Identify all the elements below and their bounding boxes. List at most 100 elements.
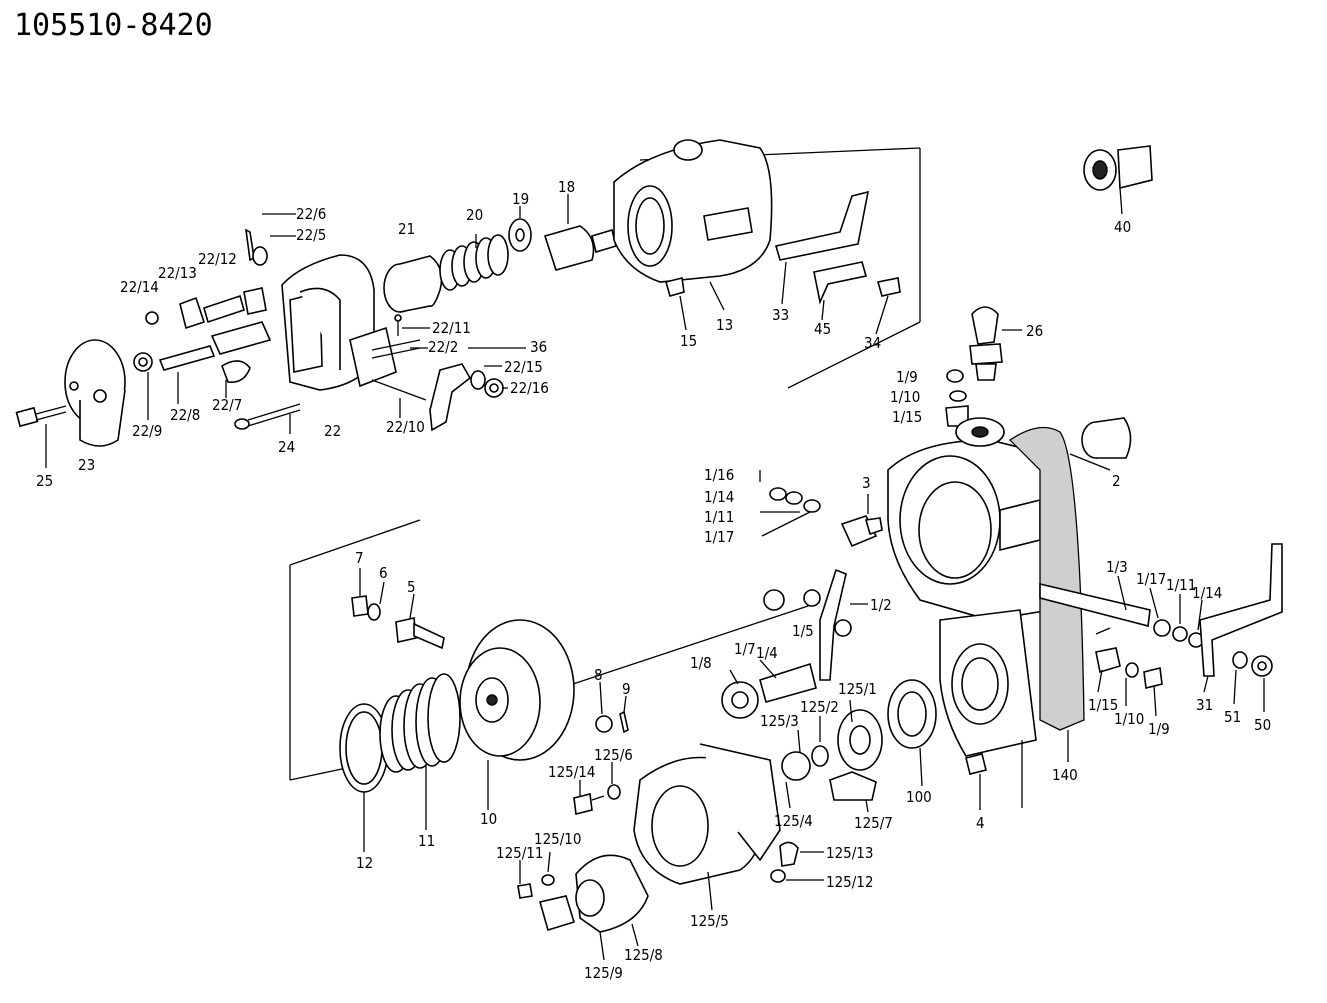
callout-label: 1/9	[896, 368, 918, 386]
housing-13	[613, 139, 773, 283]
callout-label: 1/7	[734, 640, 756, 658]
callout-label: 6	[379, 564, 388, 582]
callout-label: 8	[594, 666, 603, 684]
callout-label: 23	[78, 456, 95, 474]
callout-label: 19	[512, 190, 529, 208]
callout-label: 33	[772, 306, 789, 324]
callout-label: 24	[278, 438, 295, 456]
washer-22-5	[252, 246, 268, 266]
callout-label: 1/15	[892, 408, 922, 426]
callout-label: 22/10	[386, 418, 425, 436]
bolt-5-washer-6-nut-7	[351, 595, 445, 650]
callout-label: 22/11	[432, 319, 471, 337]
callout-label: 125/9	[584, 964, 623, 982]
small-parts-1-9-1-10-1-15	[945, 369, 969, 427]
callout-label: 22/5	[296, 226, 326, 244]
callout-labels: 22/6 22/5 22/12 22/13 22/14 21 20 19 18 …	[36, 178, 1271, 982]
callout-label: 7	[355, 549, 364, 567]
bolt-25	[15, 405, 67, 428]
callout-label: 100	[906, 788, 932, 806]
callout-label: 125/1	[838, 680, 877, 698]
screw-1-15-1-10-1-9	[1095, 647, 1163, 689]
gear-125-1	[837, 709, 883, 771]
callout-label: 125/6	[594, 746, 633, 764]
adjusting-screw-22-12	[145, 287, 267, 330]
bolt-125-13-washer-125-12	[770, 841, 799, 883]
banjo-bolt-26	[969, 306, 1003, 381]
callout-label: 1/3	[1106, 558, 1128, 576]
plunger-18	[543, 225, 617, 271]
shaft-1-3	[1039, 582, 1204, 648]
callout-label: 1/14	[704, 488, 734, 506]
callout-label: 10	[480, 810, 497, 828]
callout-label: 11	[418, 832, 435, 850]
callout-label: 12	[356, 854, 373, 872]
cap-125-9-plate-125-8	[517, 854, 649, 933]
callout-label: 18	[558, 178, 575, 196]
callout-label: 1/17	[704, 528, 734, 546]
callout-label: 1/11	[704, 508, 734, 526]
callout-label: 22	[324, 422, 341, 440]
callout-label: 1/5	[792, 622, 814, 640]
cover-125-5	[633, 743, 781, 885]
bearing-100	[887, 679, 937, 749]
screw-24	[234, 403, 301, 430]
callout-label: 1/8	[690, 654, 712, 672]
gear-shaft-125-7	[829, 771, 877, 801]
gasket-140	[1008, 426, 1085, 731]
spring-20	[439, 234, 509, 291]
callout-label: 22/12	[198, 250, 237, 268]
plate-45	[813, 261, 868, 305]
nut-3	[840, 515, 883, 548]
callout-label: 34	[864, 334, 881, 352]
bolt-125-14-washer-125-6	[573, 784, 621, 815]
callout-label: 4	[976, 814, 985, 832]
callout-label: 21	[398, 220, 415, 238]
lever-22-7	[210, 321, 272, 384]
callout-label: 36	[530, 338, 547, 356]
callout-label: 125/3	[760, 712, 799, 730]
callout-label: 1/16	[704, 466, 734, 484]
callout-label: 125/12	[826, 873, 873, 891]
governor-housing-1	[887, 417, 1061, 621]
callout-label: 15	[680, 332, 697, 350]
spring-11	[379, 673, 461, 773]
lever-36	[429, 363, 472, 432]
callout-label: 125/4	[774, 812, 813, 830]
callout-label: 22/16	[510, 379, 549, 397]
callout-label: 1/17	[1136, 570, 1166, 588]
callout-label: 22/15	[504, 358, 543, 376]
callout-label: 5	[407, 578, 416, 596]
callout-label: 22/7	[212, 396, 242, 414]
callout-label: 22/2	[428, 338, 458, 356]
callout-label: 1/4	[756, 644, 778, 662]
callout-label: 125/8	[624, 946, 663, 964]
sleeve-21	[383, 255, 443, 313]
callout-label: 25	[36, 472, 53, 490]
callout-label: 3	[862, 474, 871, 492]
callout-label: 22/14	[120, 278, 159, 296]
callout-label: 1/10	[890, 388, 920, 406]
nut-40	[1083, 145, 1153, 191]
washers-1-14-1-11-1-17	[759, 470, 821, 513]
nut-22-9	[133, 352, 153, 372]
callout-label: 125/14	[548, 763, 595, 781]
callout-label: 2	[1112, 472, 1121, 490]
pin-22-11	[394, 314, 402, 336]
spring-1-4	[759, 662, 817, 703]
bracket-33	[774, 190, 870, 261]
governor-housing-22	[281, 254, 427, 401]
callout-label: 45	[814, 320, 831, 338]
leader-lines	[45, 187, 1265, 961]
callout-label: 1/2	[870, 596, 892, 614]
callout-label: 125/7	[854, 814, 893, 832]
stud-22-8	[158, 345, 216, 371]
washer-nut-22-15-22-16	[470, 370, 504, 398]
nut-1-8	[721, 681, 759, 719]
callout-label: 125/13	[826, 844, 873, 862]
cover-plate	[939, 609, 1037, 757]
callout-label: 22/8	[170, 406, 200, 424]
callout-label: 20	[466, 206, 483, 224]
flyweight-10	[459, 619, 575, 761]
